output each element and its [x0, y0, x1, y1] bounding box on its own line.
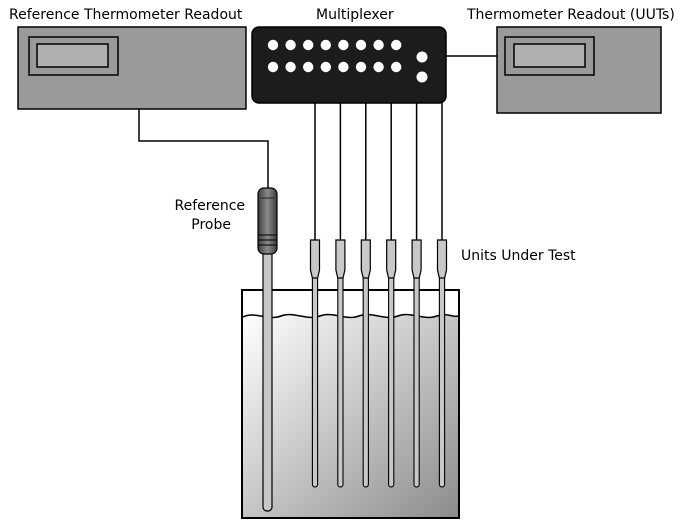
- bath-liquid: [243, 314, 458, 517]
- uut-probe-handle: [411, 239, 422, 279]
- multiplexer-port: [267, 39, 279, 51]
- uut-probe-sheath: [337, 274, 344, 488]
- multiplexer-port: [267, 61, 279, 73]
- multiplexer-port: [355, 39, 367, 51]
- multiplexer-port: [373, 39, 384, 51]
- multiplexer-side-button: [416, 71, 428, 83]
- uut-readout-label: Thermometer Readout (UUTs): [466, 7, 675, 23]
- multiplexer-port: [338, 39, 349, 51]
- uut-probe-handle: [309, 239, 321, 279]
- uut-readout-device: [496, 26, 662, 114]
- multiplexer-side-button: [416, 51, 428, 63]
- reference-readout-display: [36, 43, 109, 68]
- uut-readout-display: [513, 43, 586, 68]
- multiplexer-port: [285, 39, 296, 51]
- multiplexer-port: [320, 61, 331, 73]
- multiplexer-port: [338, 61, 349, 73]
- multiplexer-port: [303, 61, 314, 73]
- uut-probe-sheath: [438, 274, 446, 488]
- multiplexer-port: [391, 39, 402, 51]
- multiplexer-body: [251, 26, 447, 104]
- uut-probe-sheath: [413, 274, 420, 488]
- units-under-test-probes: [309, 103, 448, 488]
- multiplexer-device: [251, 26, 447, 104]
- bath-liquid-surface: [242, 313, 459, 319]
- multiplexer-port: [355, 61, 367, 73]
- multiplexer-port: [320, 39, 331, 51]
- multiplexer-label: Multiplexer: [316, 7, 394, 23]
- multiplexer-port: [303, 39, 314, 51]
- uut-probe-sheath: [311, 274, 319, 488]
- reference-probe: [257, 187, 278, 512]
- reference-readout-label: Reference Thermometer Readout: [9, 7, 243, 23]
- uut-probe-handle: [335, 239, 346, 279]
- multiplexer-side-buttons: [416, 51, 428, 83]
- multiplexer-port: [391, 61, 402, 73]
- uut-probe-sheath: [388, 274, 395, 488]
- reference-probe-label-line2: Probe: [191, 217, 231, 233]
- multiplexer-port: [285, 61, 296, 73]
- reference-probe-label-line1: Reference: [175, 198, 246, 214]
- uut-probe-handle: [360, 239, 371, 279]
- uut-probe-handle: [386, 239, 397, 279]
- uut-probe-sheath: [362, 274, 369, 488]
- units-under-test-label: Units Under Test: [461, 248, 576, 264]
- multiplexer-port: [373, 61, 384, 73]
- uut-probe-handle: [436, 239, 448, 279]
- liquid-bath: [241, 289, 460, 519]
- reference-probe-cable: [138, 109, 269, 190]
- multiplexer-ports: [267, 39, 402, 73]
- reference-probe-sheath: [262, 247, 273, 512]
- reference-probe-handle: [257, 187, 278, 255]
- reference-readout-device: [17, 26, 247, 110]
